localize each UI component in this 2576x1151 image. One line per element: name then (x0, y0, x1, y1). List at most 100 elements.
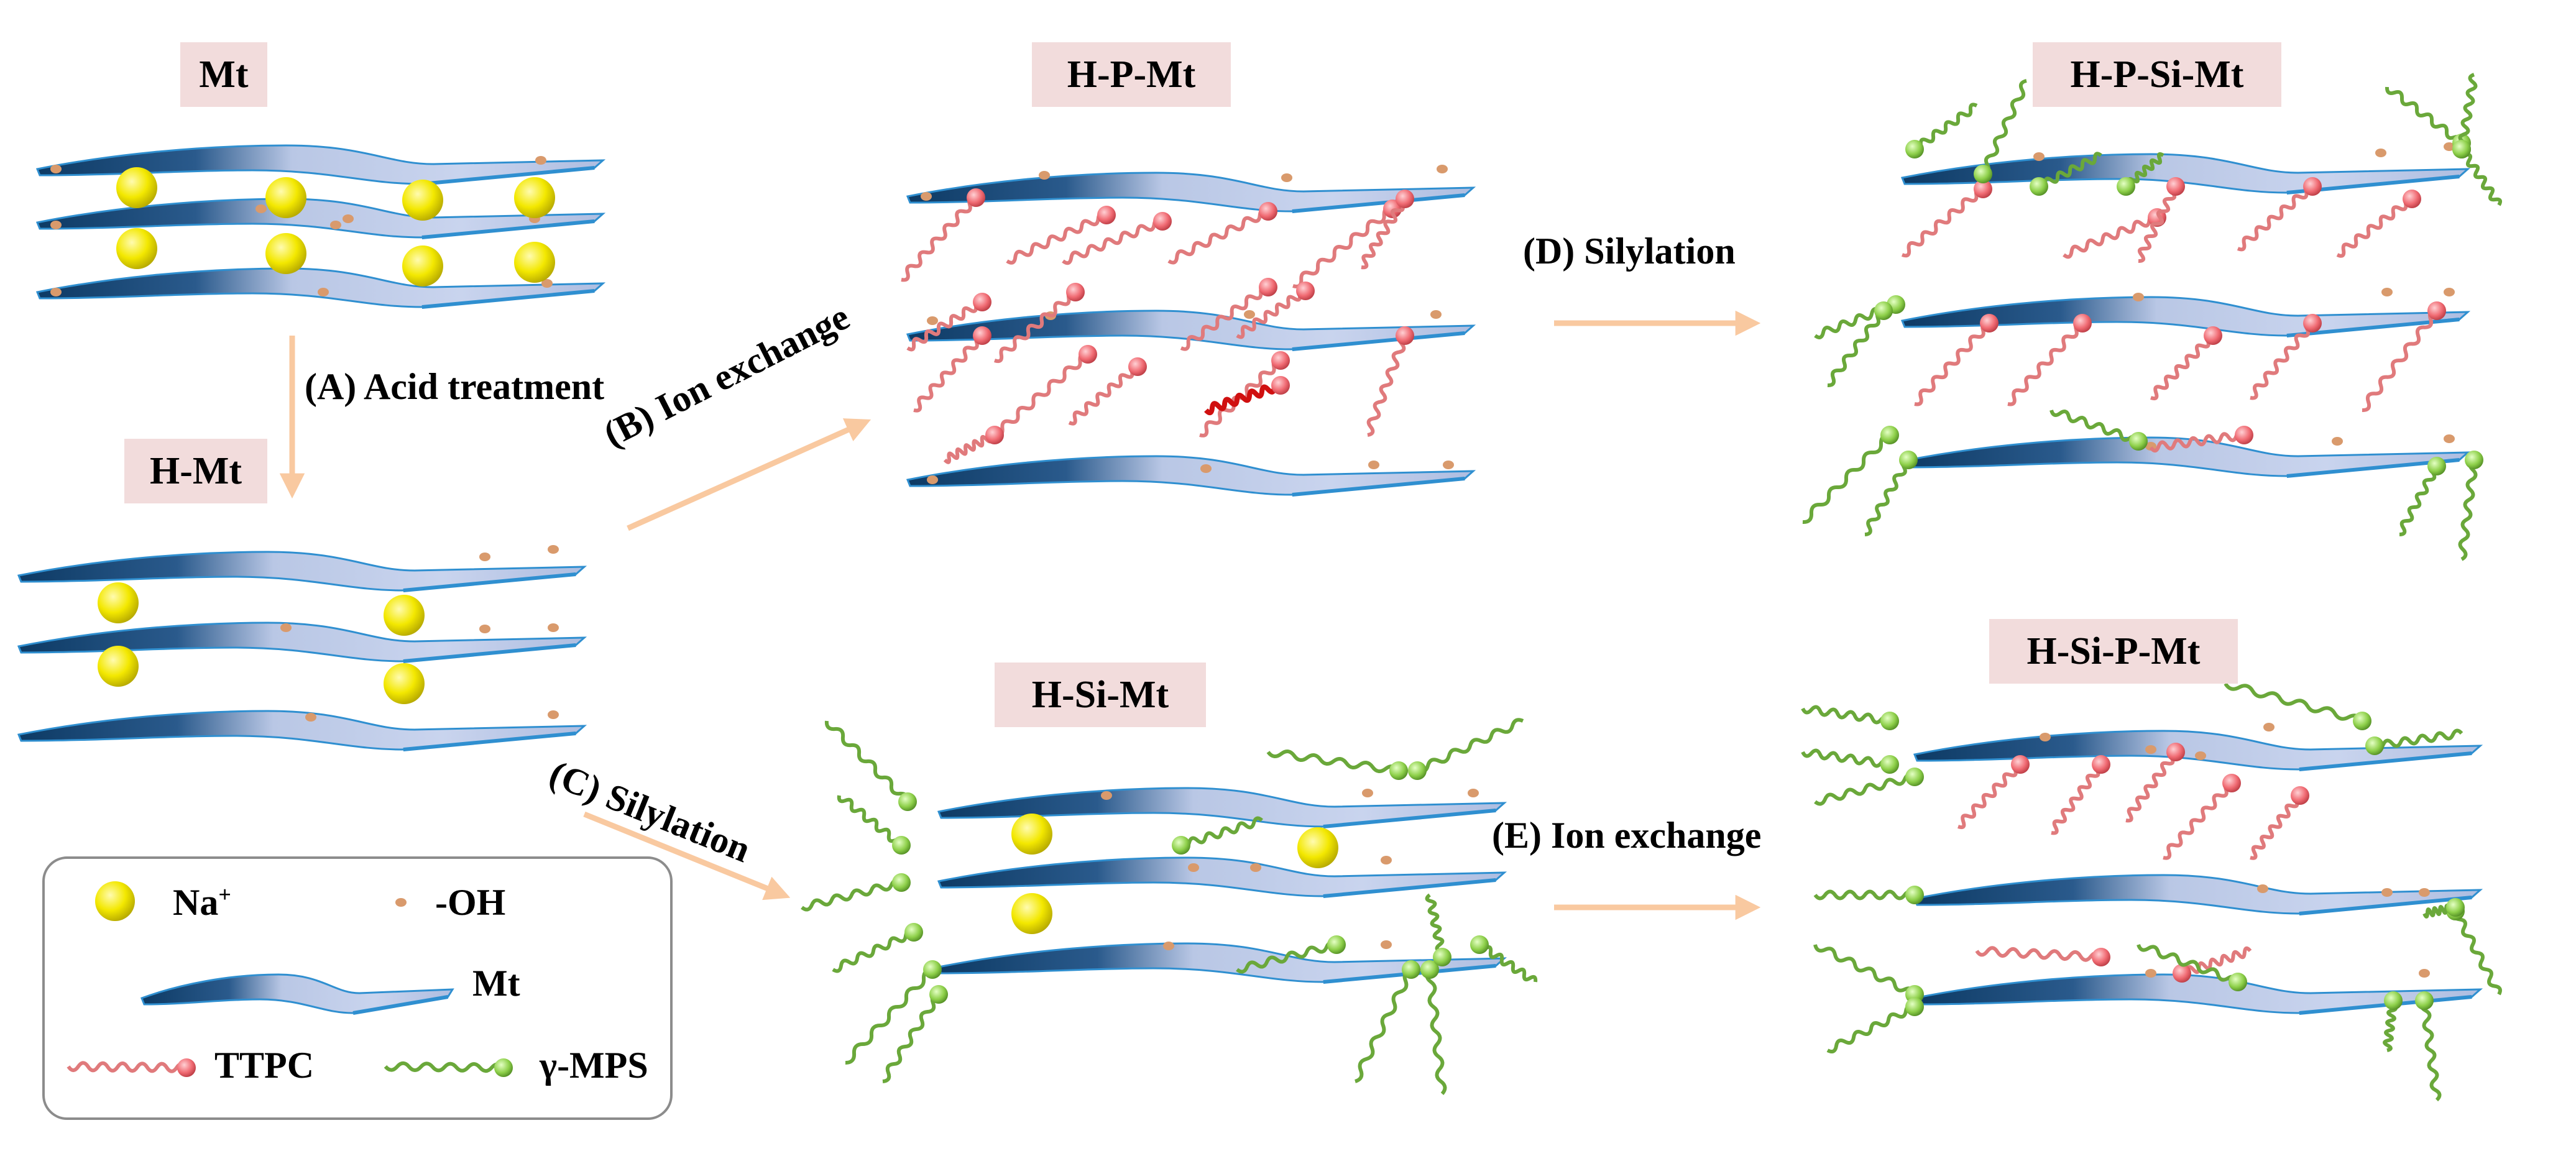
mps-molecule (1864, 451, 1918, 536)
mps-molecule (1905, 103, 1978, 158)
ttpc-head (973, 293, 991, 311)
mps-head (1905, 886, 1924, 904)
mps-chain (2452, 910, 2502, 996)
ttpc-chain (2137, 185, 2177, 263)
hydroxyl-dot (2195, 751, 2206, 760)
clay-sheet-edge (421, 289, 595, 309)
legend-label-mt: Mt (472, 963, 520, 1004)
ttpc-head (1259, 202, 1277, 221)
ttpc-head (973, 326, 991, 345)
mps-head (1433, 948, 1451, 966)
ttpc-molecule (1366, 326, 1414, 437)
mps-chain (1425, 893, 1447, 959)
process-arrows (279, 310, 1761, 920)
ttpc-chain (67, 1061, 188, 1073)
ttpc-chain (2063, 213, 2158, 259)
mps-chain (1425, 968, 1447, 1095)
mps-molecule (2452, 140, 2503, 206)
mps-chain (845, 968, 933, 1065)
mps-chain (1982, 79, 2027, 176)
sodium-ion (384, 663, 425, 704)
clay-sheet-edge (1292, 331, 1465, 351)
ttpc-head (2303, 314, 2322, 332)
sodium-ion (514, 177, 555, 218)
mps-molecule (1236, 935, 1346, 974)
mps-chain (1416, 718, 1524, 774)
mps-molecule (1801, 705, 1899, 730)
ttpc-head (2303, 177, 2322, 196)
clay-sheet (1900, 436, 2471, 478)
mps-chain (2373, 728, 2463, 751)
mps-chain (837, 795, 904, 846)
ttpc-molecule (2051, 755, 2110, 835)
mps-molecule (1355, 960, 1420, 1083)
hydroxyl-dot (2419, 888, 2430, 897)
hydroxyl-dot (1468, 789, 1479, 797)
ttpc-chain (1236, 287, 1307, 339)
ttpc-chain (1167, 208, 1269, 265)
legend-label-mps: γ-MPS (540, 1045, 648, 1086)
clay-sheet (937, 856, 1507, 898)
mps-head (1420, 960, 1439, 979)
hydroxyl-dot (1163, 942, 1174, 950)
mps-molecule (2365, 728, 2463, 755)
hydroxyl-dot (2332, 437, 2343, 446)
ttpc-chain (1292, 206, 1393, 288)
mps-molecule (1974, 79, 2027, 183)
hydroxyl-dot (50, 165, 62, 173)
ttpc-molecule (1006, 206, 1116, 265)
mps-head (892, 873, 911, 892)
stage-h-si-p-mt (1801, 682, 2502, 1102)
ttpc-molecule (1975, 946, 2110, 966)
clay-sheet (17, 551, 587, 592)
ttpc-chain (2237, 183, 2314, 252)
mps-chain (2458, 73, 2478, 151)
mps-head (1974, 165, 1992, 183)
clay-sheet (937, 942, 1507, 984)
ttpc-molecule (2237, 177, 2322, 252)
clay-sheet-edge (1323, 809, 1496, 828)
ttpc-molecule (2149, 426, 2253, 453)
mps-head (923, 960, 942, 979)
ttpc-head (1296, 282, 1315, 300)
mps-molecule (2117, 152, 2164, 196)
mps-molecule (1470, 935, 1538, 983)
hydroxyl-dot (1362, 789, 1373, 797)
mps-head (1408, 761, 1427, 780)
clay-sheet-edge (403, 643, 576, 663)
mps-chain (2458, 458, 2478, 561)
clay-sheet (17, 621, 587, 663)
ttpc-head (1097, 206, 1116, 224)
mps-chain (1236, 940, 1338, 974)
ttpc-head (1079, 345, 1097, 364)
legend-label-sodium: Na+ (173, 882, 231, 923)
ttpc-head (985, 426, 1004, 444)
mps-chain (882, 993, 939, 1083)
ttpc-molecule (2163, 774, 2241, 860)
hydroxyl-dot (2381, 888, 2393, 897)
ttpc-chain (2150, 332, 2214, 401)
clay-sheet-body (17, 710, 587, 751)
mps-head (2353, 712, 2371, 730)
ttpc-head (2427, 301, 2446, 320)
ttpc-molecule (2137, 177, 2185, 263)
ttpc-molecule (1957, 755, 2030, 830)
ttpc-molecule (1204, 376, 1290, 416)
hydroxyl-dot (1039, 171, 1050, 180)
hydroxyl-dot (318, 288, 329, 296)
mps-molecule (1420, 960, 1447, 1095)
mps-chain (1826, 1004, 1916, 1053)
clay-sheet-body (937, 856, 1507, 897)
mps-chain (2458, 148, 2503, 206)
mps-chain (1802, 433, 1890, 525)
ttpc-molecule (1180, 278, 1277, 351)
hydroxyl-dot (395, 898, 407, 907)
sodium-ion (1297, 827, 1338, 868)
ttpc-molecule (943, 426, 1004, 464)
mps-chain (832, 929, 915, 973)
hydroxyl-dot (1244, 310, 1255, 319)
clay-sheet (906, 310, 1476, 351)
ttpc-molecule (906, 293, 991, 352)
sodium-ion (265, 177, 306, 218)
mps-head (2384, 991, 2403, 1010)
